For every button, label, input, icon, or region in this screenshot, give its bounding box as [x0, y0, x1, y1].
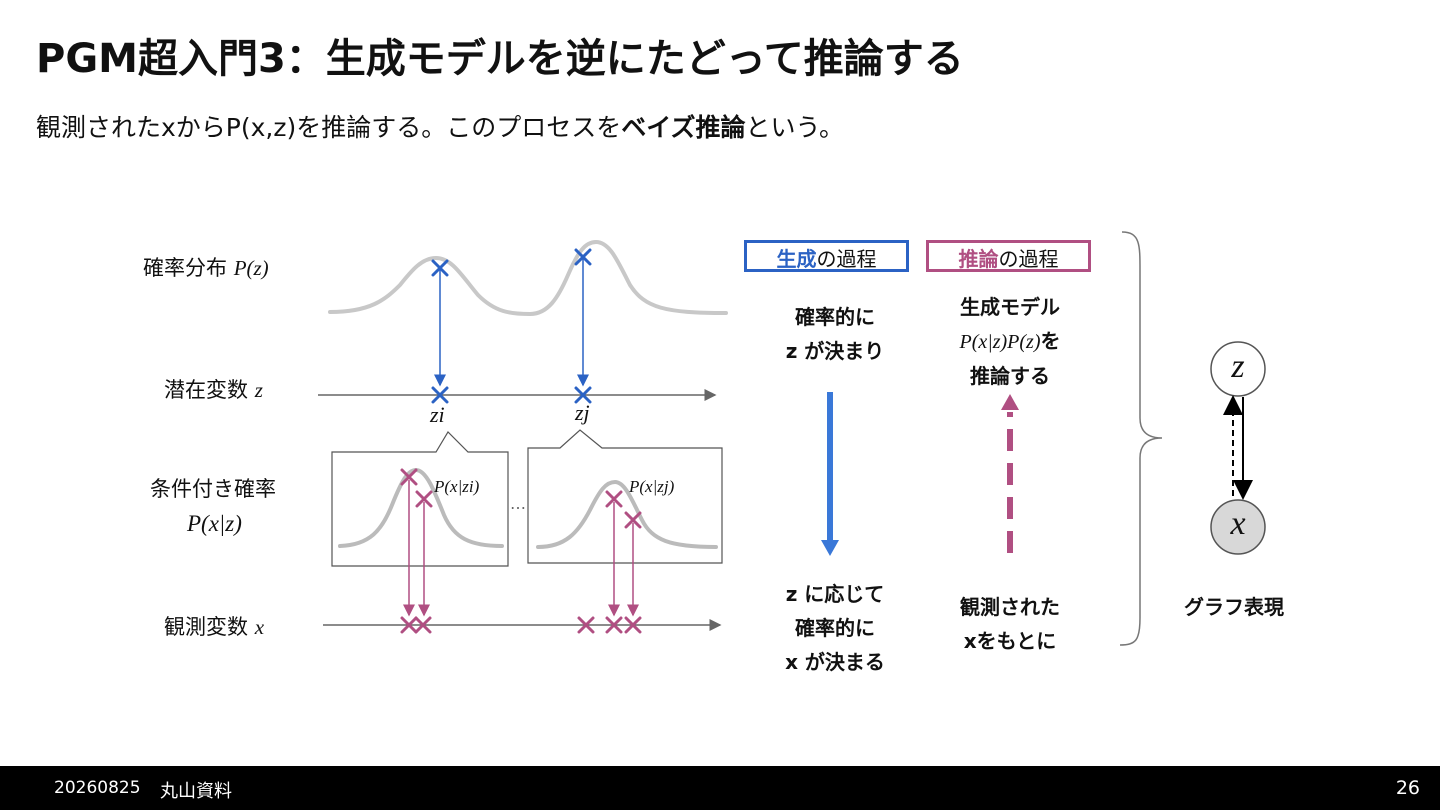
generation-bottom-line-1: z に応じて — [785, 582, 885, 606]
footer-bar: 20260825 丸山資料 26 — [0, 766, 1440, 810]
inference-box-rest: の過程 — [998, 247, 1059, 271]
prior-label-math: P(z) — [233, 256, 269, 280]
generation-bottom-text: z に応じて 確率的に x が決まる — [755, 577, 915, 679]
subtitle-post: という。 — [745, 113, 845, 142]
inference-top-suffix: を — [1040, 329, 1061, 353]
inference-bottom-text: 観測された xをもとに — [930, 590, 1090, 658]
conditional-label: 条件付き確率 — [150, 477, 276, 501]
latent-label-text: 潜在変数 — [164, 378, 255, 402]
inference-box-keyword: 推論 — [958, 247, 999, 271]
subtitle: 観測されたxからP(x,z)を推論する。このプロセスをベイズ推論という。 — [36, 108, 844, 144]
conditional-label-math: P(x|z) — [187, 511, 242, 536]
generation-process-box: 生成の過程 — [744, 240, 909, 272]
generation-top-line-2: z が決まり — [785, 339, 885, 363]
generation-bottom-line-3: x が決まる — [785, 650, 885, 674]
pink-crosses — [400, 468, 642, 634]
node-x — [1210, 499, 1266, 555]
inference-top-line-1: 生成モデル — [960, 295, 1060, 319]
prior-curve — [328, 239, 728, 317]
prior-label: 確率分布 P(z) — [143, 252, 269, 282]
latent-label-var: z — [254, 378, 263, 402]
latent-point-zj: zj — [575, 400, 590, 425]
generation-top-line-1: 確率的に — [795, 305, 875, 329]
inference-top-text: 生成モデル P(x|z)P(z)を 推論する — [930, 290, 1090, 393]
generation-bottom-line-2: 確率的に — [795, 616, 875, 640]
latent-point-zi: zi — [430, 402, 445, 427]
footer-author: 丸山資料 — [160, 781, 232, 802]
likelihood-label-j: P(x|zj) — [629, 477, 675, 496]
prior-label-text: 確率分布 — [143, 256, 234, 280]
subtitle-pre: 観測されたxからP(x,z)を推論する。このプロセスを — [36, 113, 622, 142]
page-title: PGM超入門3：生成モデルを逆にたどって推論する — [36, 36, 964, 82]
graph-caption: グラフ表現 — [1184, 595, 1284, 619]
node-x-label: x — [1230, 505, 1246, 542]
latent-label: 潜在変数 z — [164, 374, 263, 404]
generation-arrowhead — [821, 540, 839, 556]
grouping-brace — [1119, 231, 1163, 646]
likelihood-label-i: P(x|zi) — [434, 477, 480, 496]
inference-process-box: 推論の過程 — [926, 240, 1091, 272]
inference-bottom-line-2: xをもとに — [963, 629, 1057, 653]
page-number: 26 — [1395, 777, 1420, 799]
observed-label-var: x — [254, 615, 265, 639]
generation-top-text: 確率的に z が決まり — [760, 300, 910, 368]
generation-box-rest: の過程 — [816, 247, 877, 271]
inference-top-line-3: 推論する — [970, 364, 1050, 388]
blue-crosses — [431, 248, 592, 404]
ellipsis: … — [510, 494, 526, 513]
node-z-label: z — [1231, 348, 1245, 385]
inference-arrowhead — [1001, 394, 1019, 410]
likelihood-curve-j — [536, 479, 718, 549]
observed-label: 観測変数 x — [164, 611, 264, 641]
footer-date: 20260825 — [54, 778, 141, 798]
subtitle-bold: ベイズ推論 — [621, 113, 746, 142]
generation-box-keyword: 生成 — [776, 247, 817, 271]
inference-top-line-2: P(x|z)P(z)を — [930, 324, 1090, 359]
inference-top-math: P(x|z)P(z) — [959, 331, 1041, 353]
observed-label-text: 観測変数 — [164, 615, 255, 639]
inference-bottom-line-1: 観測された — [960, 595, 1060, 619]
